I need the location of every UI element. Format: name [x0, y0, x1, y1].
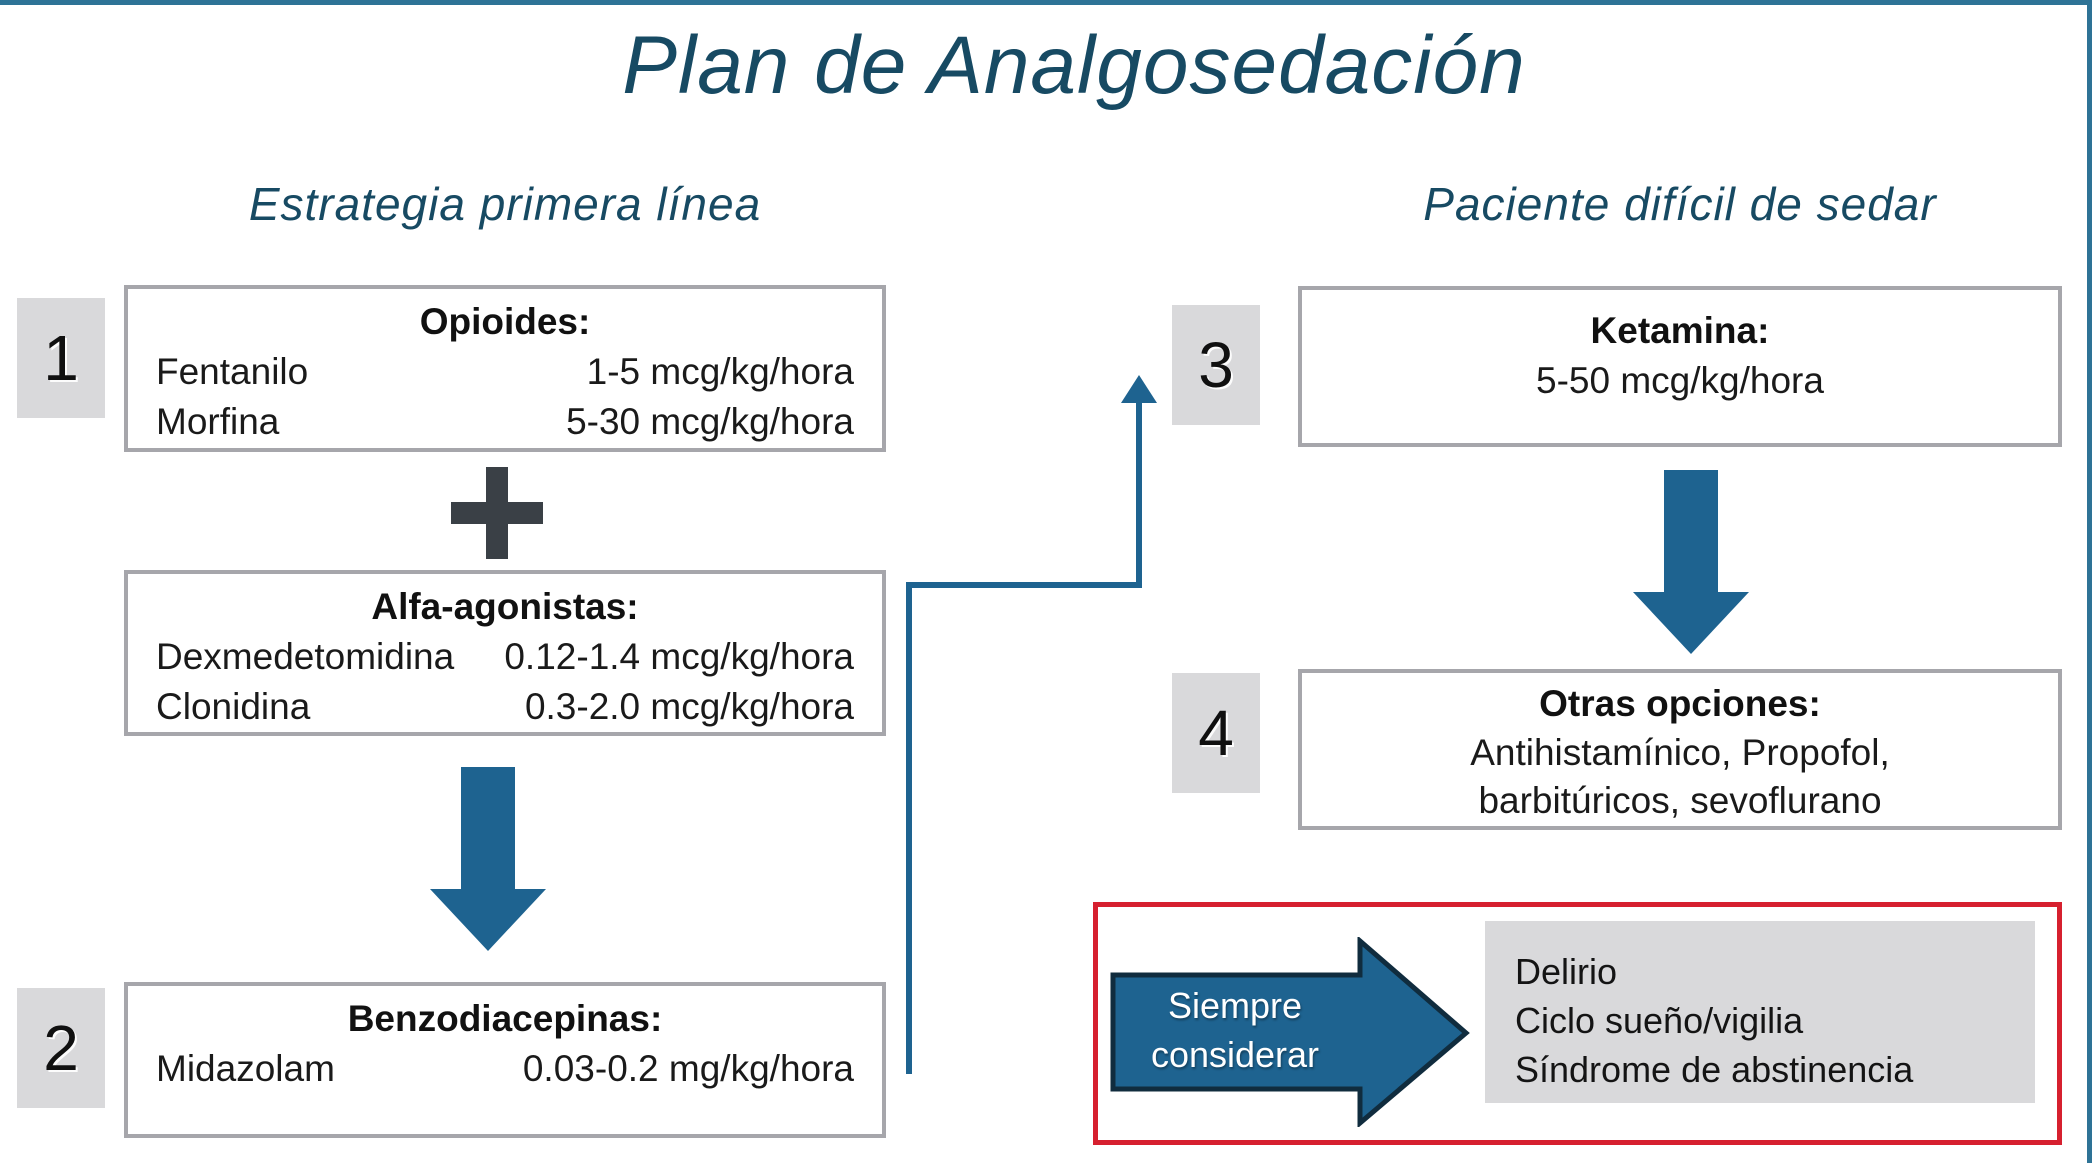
step-number-3: 3 — [1172, 305, 1260, 425]
other-options-line: barbitúricos, sevoflurano — [1478, 780, 1882, 821]
ketamine-box-title: Ketamina: — [1590, 310, 1770, 351]
always-consider-items: Delirio Ciclo sueño/vigilia Síndrome de … — [1485, 921, 2035, 1103]
drug-dose: 0.03-0.2 mg/kg/hora — [522, 1048, 854, 1089]
section-heading-difficult-patient: Paciente difícil de sedar — [1423, 178, 1937, 230]
always-consider-label: Siempre considerar — [1110, 981, 1360, 1079]
benzodiazepines-box-title: Benzodiacepinas: — [347, 998, 663, 1039]
page-title: Plan de Analgosedación — [622, 20, 1526, 111]
drug-dose: 0.3-2.0 mcg/kg/hora — [524, 686, 854, 727]
consider-item: Síndrome de abstinencia — [1515, 1049, 1914, 1090]
consider-item: Delirio — [1515, 951, 1618, 992]
drug-row: Midazolam 0.03-0.2 mg/kg/hora — [156, 1044, 854, 1094]
drug-row: Dexmedetomidina 0.12-1.4 mcg/kg/hora — [156, 632, 854, 682]
drug-dose: 5-30 mcg/kg/hora — [566, 401, 854, 442]
plus-icon — [451, 467, 543, 559]
arrow-down-icon — [461, 767, 515, 891]
benzodiazepines-box: Benzodiacepinas: Midazolam 0.03-0.2 mg/k… — [124, 982, 886, 1138]
drug-dose: 0.12-1.4 mcg/kg/hora — [504, 636, 854, 677]
drug-name: Dexmedetomidina — [156, 636, 455, 677]
drug-dose: 1-5 mcg/kg/hora — [586, 351, 854, 392]
plus-icon-bar — [486, 467, 508, 559]
drug-row: Clonidina 0.3-2.0 mcg/kg/hora — [156, 682, 854, 732]
drug-row: Morfina 5-30 mcg/kg/hora — [156, 397, 854, 447]
opioids-box-title: Opioides: — [419, 301, 591, 342]
other-options-line: Antihistamínico, Propofol, — [1470, 732, 1890, 773]
other-options-box: Otras opciones: Antihistamínico, Propofo… — [1298, 669, 2062, 830]
arrow-down-icon — [1664, 470, 1718, 594]
drug-name: Clonidina — [156, 686, 311, 727]
connector-line — [906, 582, 1142, 588]
section-heading-first-line: Estrategia primera línea — [248, 178, 762, 230]
other-options-box-title: Otras opciones: — [1539, 683, 1821, 724]
drug-name: Fentanilo — [156, 351, 309, 392]
ketamine-dose: 5-50 mcg/kg/hora — [1536, 360, 1824, 401]
arrow-down-icon — [1633, 592, 1749, 654]
opioids-box: Opioides: Fentanilo 1-5 mcg/kg/hora Morf… — [124, 285, 886, 452]
alpha-agonists-box: Alfa-agonistas: Dexmedetomidina 0.12-1.4… — [124, 570, 886, 736]
always-consider-label-line: considerar — [1150, 1034, 1320, 1075]
ketamine-box: Ketamina: 5-50 mcg/kg/hora — [1298, 286, 2062, 447]
alpha-agonists-box-title: Alfa-agonistas: — [371, 586, 639, 627]
step-number-1: 1 — [17, 298, 105, 418]
drug-row: Fentanilo 1-5 mcg/kg/hora — [156, 347, 854, 397]
arrow-right-icon — [1110, 937, 1470, 1127]
always-consider-label-line: Siempre — [1167, 985, 1303, 1026]
step-number-4: 4 — [1172, 673, 1260, 793]
connector-line — [1136, 399, 1142, 585]
connector-line — [906, 582, 912, 1074]
step-number-2: 2 — [17, 988, 105, 1108]
arrow-down-icon — [430, 889, 546, 951]
drug-name: Midazolam — [156, 1048, 335, 1089]
drug-name: Morfina — [156, 401, 280, 442]
always-consider-panel: Siempre considerar Delirio Ciclo sueño/v… — [1093, 902, 2062, 1145]
consider-item: Ciclo sueño/vigilia — [1515, 1000, 1804, 1041]
arrow-up-icon — [1121, 375, 1157, 403]
